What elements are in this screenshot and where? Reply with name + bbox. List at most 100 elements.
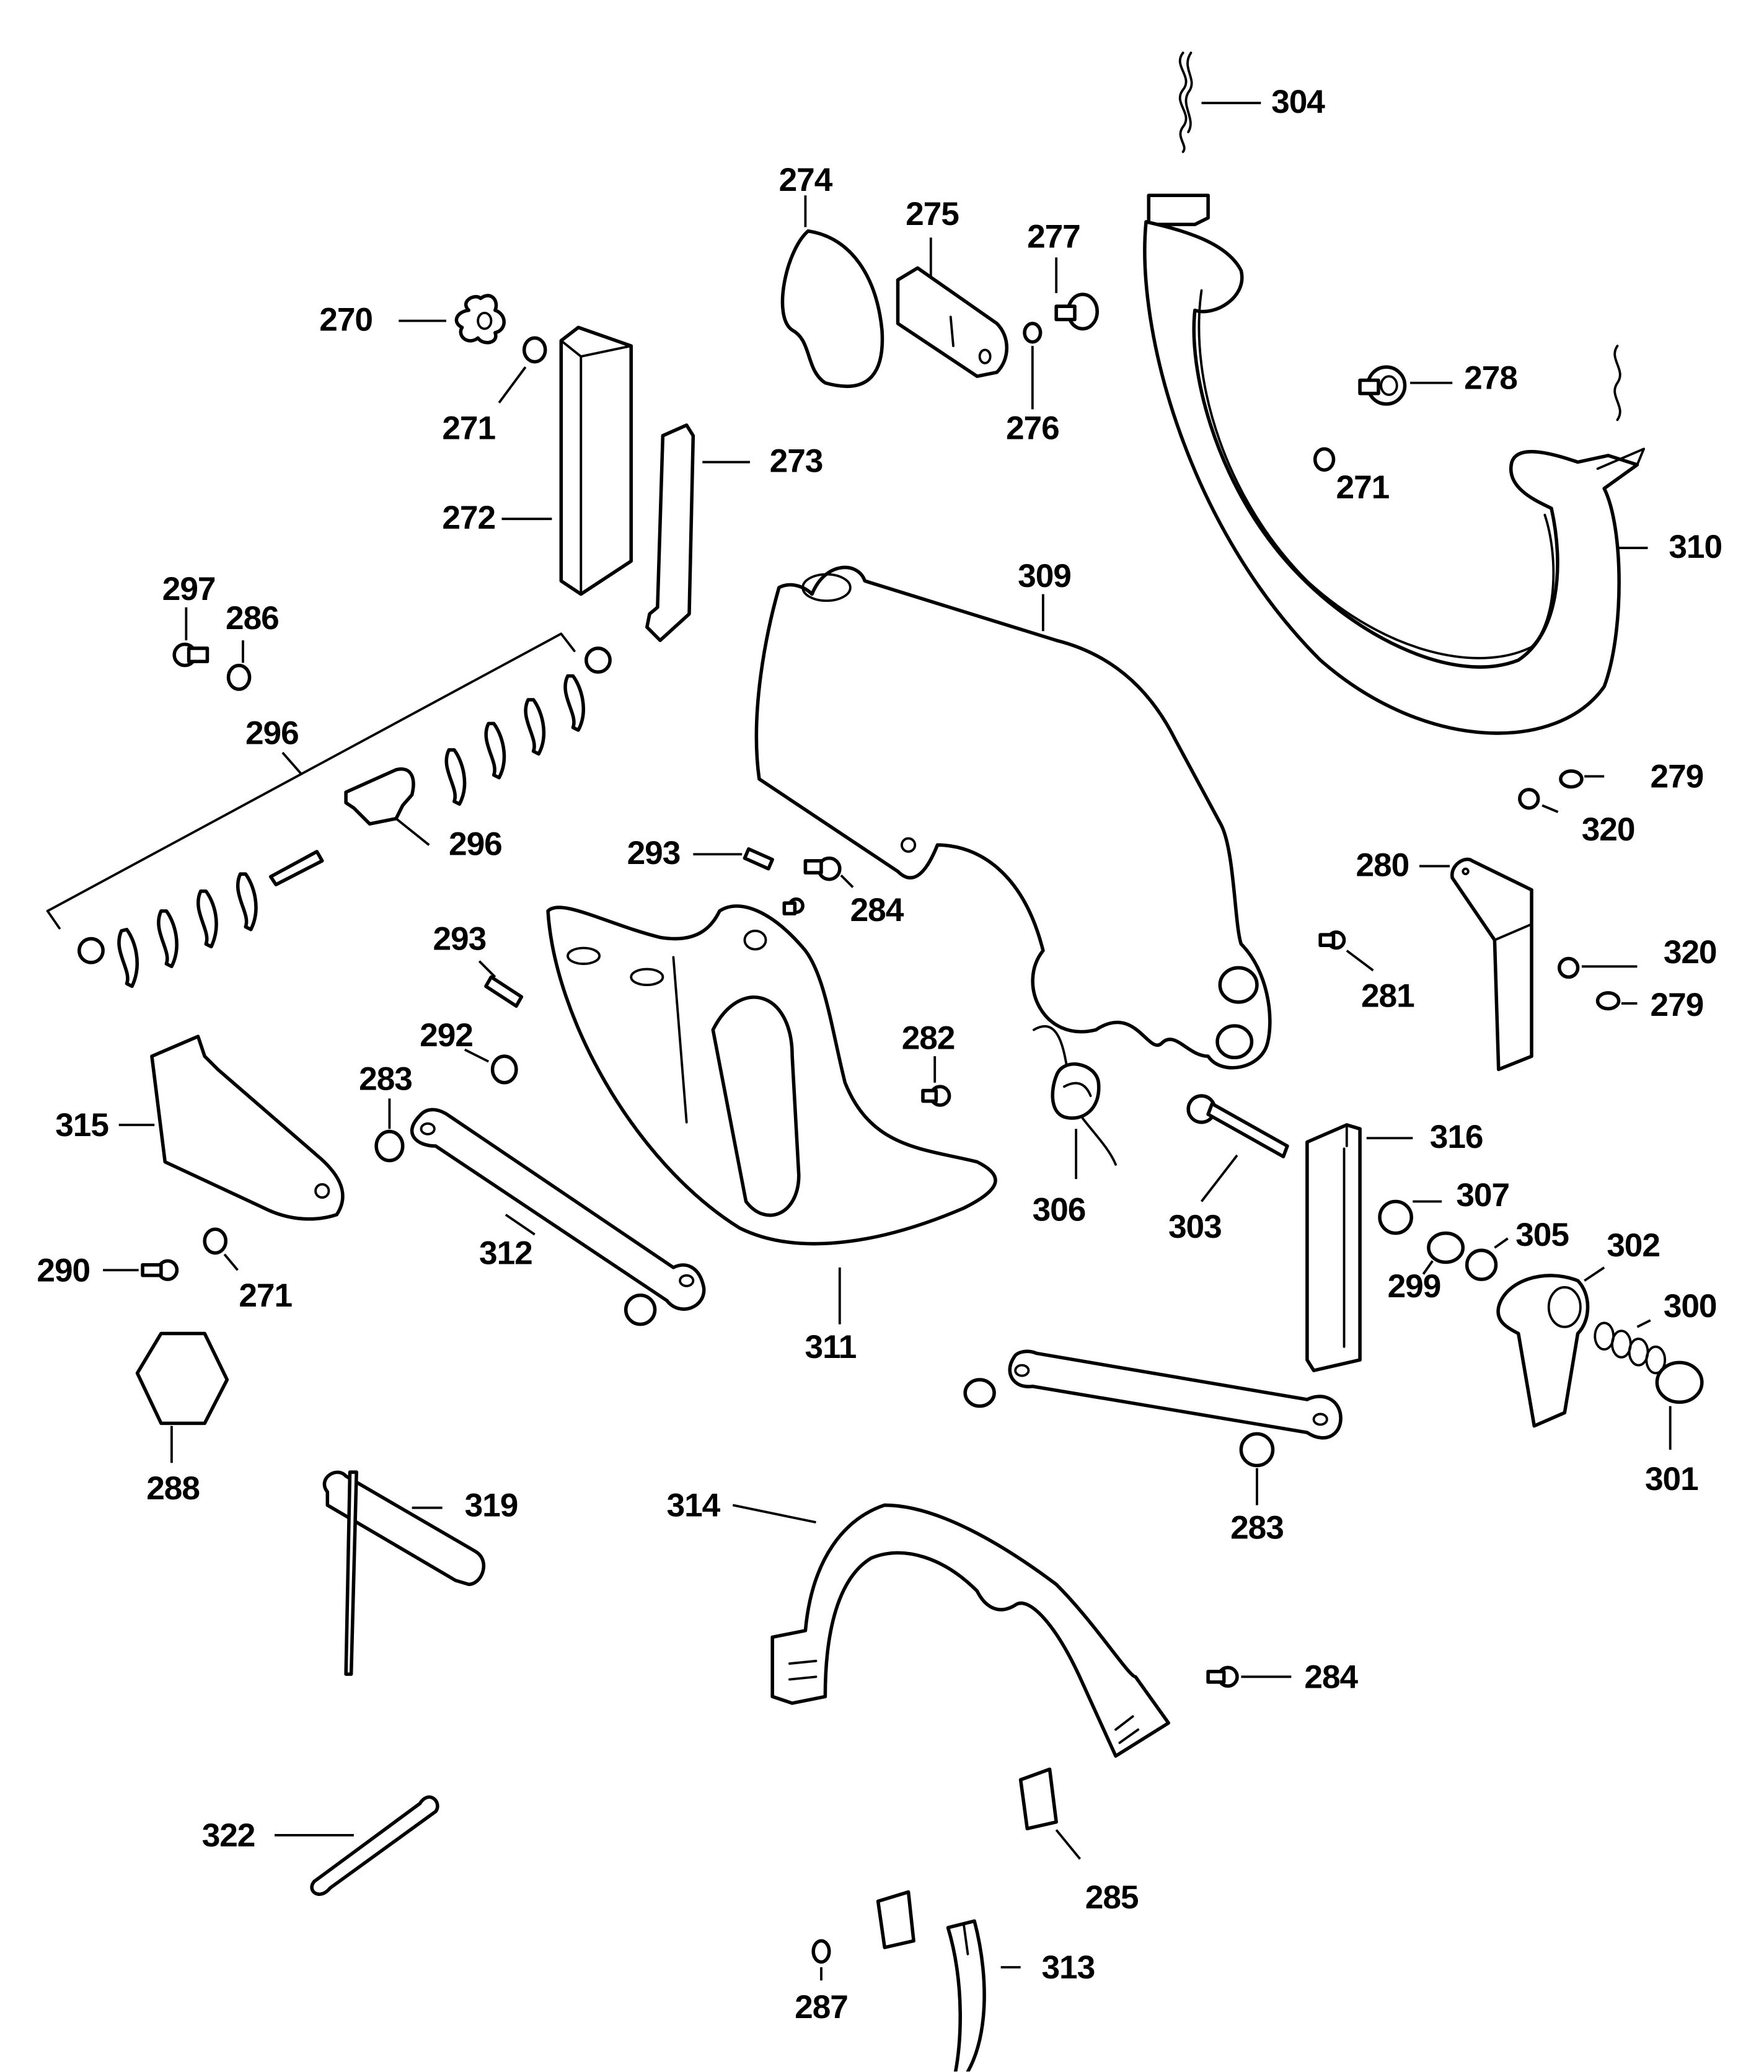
label-316: 316 — [1429, 1119, 1484, 1156]
label-279: 279 — [1650, 758, 1704, 796]
label-270: 270 — [319, 301, 373, 339]
label-302: 302 — [1607, 1227, 1660, 1264]
part-280-bracket — [1450, 857, 1533, 1072]
part-320-washer-2 — [1557, 956, 1580, 979]
part-271-washer — [1313, 447, 1336, 472]
label-271: 271 — [1336, 469, 1390, 506]
part-305-nut — [1465, 1248, 1498, 1281]
label-319: 319 — [464, 1487, 519, 1525]
part-320-washer — [1518, 788, 1540, 810]
label-320: 320 — [1581, 811, 1636, 849]
label-284: 284 — [850, 891, 904, 929]
part-292-bushing — [490, 1054, 518, 1085]
part-303-bolt — [1186, 1094, 1289, 1158]
part-284-screw-2 — [1206, 1665, 1239, 1688]
label-313: 313 — [1041, 1949, 1095, 1986]
label-292: 292 — [420, 1017, 474, 1054]
part-271-washer — [522, 336, 547, 364]
label-272: 272 — [442, 500, 496, 537]
part-link-lower — [1008, 1349, 1343, 1440]
part-282-screw — [921, 1085, 951, 1107]
part-306-spring — [1033, 1025, 1117, 1166]
label-280: 280 — [1356, 847, 1409, 884]
part-283-washer — [1239, 1432, 1275, 1468]
label-279: 279 — [1650, 987, 1704, 1024]
label-306: 306 — [1032, 1191, 1087, 1229]
part-spring-2 — [1613, 345, 1621, 421]
label-278: 278 — [1464, 359, 1518, 397]
part-319-socket-wrench — [322, 1470, 486, 1676]
label-293: 293 — [627, 835, 681, 872]
label-312: 312 — [479, 1235, 533, 1272]
label-287: 287 — [795, 1989, 849, 2026]
label-271: 271 — [442, 410, 496, 447]
label-286: 286 — [226, 600, 280, 637]
label-320: 320 — [1663, 934, 1718, 971]
part-310-upper-guard — [1143, 193, 1646, 735]
part-284-screw — [803, 856, 842, 881]
part-277-knob — [1054, 293, 1099, 331]
part-274-cover — [780, 229, 884, 388]
part-315-plate — [150, 1034, 345, 1221]
part-286-washer — [226, 663, 252, 691]
part-washer — [624, 1293, 657, 1326]
label-305: 305 — [1515, 1216, 1569, 1254]
label-314: 314 — [666, 1487, 721, 1525]
label-276: 276 — [1005, 410, 1060, 447]
part-281-screw — [1318, 930, 1346, 950]
label-290: 290 — [37, 1252, 90, 1290]
part-275-bracket — [896, 266, 1009, 378]
label-281: 281 — [1361, 977, 1415, 1015]
label-299: 299 — [1387, 1268, 1442, 1305]
part-297-screw — [172, 642, 209, 668]
label-322: 322 — [201, 1817, 256, 1854]
part-290-screw — [141, 1259, 179, 1281]
label-311: 311 — [805, 1329, 857, 1366]
part-301-nut — [1655, 1360, 1704, 1404]
label-297: 297 — [162, 571, 216, 608]
part-288-hex-plate — [135, 1331, 229, 1426]
label-304: 304 — [1271, 84, 1325, 121]
part-293-pin-2 — [484, 975, 524, 1008]
label-303: 303 — [1168, 1209, 1222, 1246]
part-287-nut — [811, 1939, 831, 1964]
part-270-knob — [454, 294, 506, 345]
part-screw-small — [782, 897, 805, 915]
part-278-knob — [1358, 365, 1407, 406]
part-322-wrench — [310, 1795, 439, 1896]
part-312-link — [410, 1108, 706, 1311]
part-316-channel — [1305, 1123, 1362, 1372]
label-296: 296 — [449, 826, 503, 863]
part-314-guard-frame — [770, 1503, 1170, 1758]
label-288: 288 — [146, 1470, 200, 1507]
label-285: 285 — [1085, 1879, 1139, 1916]
part-311-blade-guard — [546, 904, 997, 1246]
part-276-washer — [1023, 322, 1043, 344]
part-302-lever — [1496, 1274, 1590, 1428]
label-309: 309 — [1018, 558, 1072, 595]
part-304-spring — [1178, 51, 1193, 153]
part-279-screw — [1559, 769, 1584, 789]
part-293-pin — [743, 847, 774, 871]
label-274: 274 — [778, 161, 833, 199]
label-284: 284 — [1304, 1659, 1358, 1696]
label-271: 271 — [239, 1277, 293, 1315]
label-300: 300 — [1663, 1288, 1718, 1325]
part-273-strip — [645, 423, 695, 642]
label-283: 283 — [1230, 1509, 1284, 1547]
label-310: 310 — [1669, 529, 1722, 566]
label-296: 296 — [245, 715, 299, 752]
part-283-washer — [374, 1129, 405, 1163]
label-283: 283 — [359, 1060, 413, 1098]
label-282: 282 — [901, 1020, 956, 1057]
part-plate-small — [876, 1890, 915, 1949]
part-washer — [963, 1378, 996, 1408]
label-273: 273 — [769, 443, 824, 480]
part-296-clip-set — [46, 632, 612, 989]
part-299-spacer — [1427, 1231, 1465, 1264]
part-307-washer — [1378, 1199, 1413, 1235]
part-279-screw-2 — [1595, 991, 1621, 1011]
label-307: 307 — [1456, 1177, 1510, 1214]
